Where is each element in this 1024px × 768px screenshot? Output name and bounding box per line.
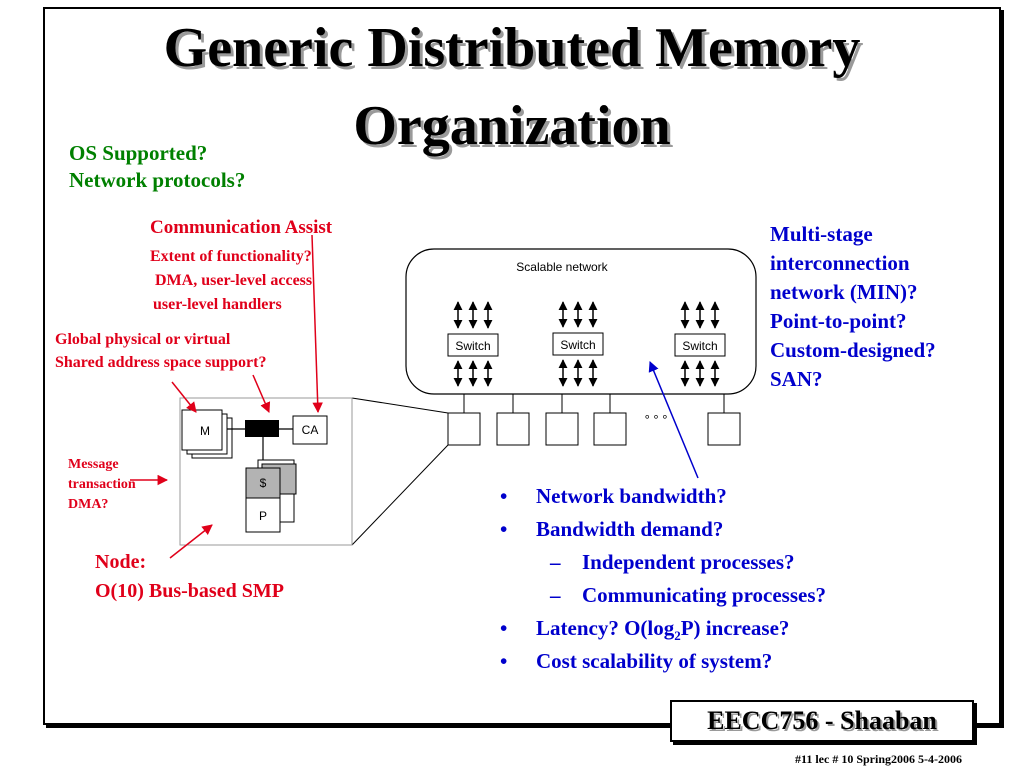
network-nodes [447,394,741,446]
min-notes: Multi-stage interconnection network (MIN… [770,220,936,394]
global-space-line-2: Shared address space support? [55,354,267,371]
message-line-1: Message [68,457,119,472]
min-note-line: Multi-stage [770,222,873,246]
memory-box [181,409,223,451]
min-note-line: Point-to-point? [770,309,907,333]
sub-bullet-marker: – [550,583,561,607]
protocol-question-text: Network protocols? [69,168,246,192]
ca-line-3: user-level handlers [153,296,282,313]
callout-arrows [130,234,323,559]
network-label: Scalable network [516,260,608,274]
message-line-2: transaction [68,477,136,492]
cache-box [245,467,281,499]
bullet-marker: • [500,484,508,508]
switch-label: Switch [682,339,717,353]
slide-title-line2: Organization [353,95,671,157]
min-note-line: SAN? [770,367,823,391]
cache-label: $ [260,476,267,490]
ca-heading: Communication Assist [150,217,333,238]
ca-line-1: Extent of functionality? [150,248,312,265]
bullet-text-latency: Latency? O(log2P) increase? [536,615,789,649]
sub-bullet-text: Independent processes? [582,550,795,574]
zoom-line-top [351,397,449,414]
latency-text-pre: Latency? O(log [536,616,675,640]
switch-label: Switch [560,338,595,352]
ca-line-2: DMA, user-level access [155,272,313,289]
bullet-text: Network bandwidth? [536,484,727,508]
ca-box [292,415,328,445]
switch-1: Switch [447,333,499,357]
bullet-text: Cost scalability of system? [536,649,773,673]
memory-label: M [200,424,210,438]
min-note-line: interconnection [770,251,910,275]
slide-footer: #11 lec # 10 Spring2006 5-4-2006 [795,752,962,766]
os-question-text: OS Supported? [69,141,208,165]
bullet-marker: • [500,616,508,640]
bullet-text: Bandwidth demand? [536,517,724,541]
latency-text-post: P) increase? [680,616,790,640]
sub-bullet-marker: – [550,550,561,574]
message-line-3: DMA? [68,497,109,512]
latency-subscript: 2 [674,628,681,644]
ca-label: CA [302,423,319,437]
switch-label: Switch [455,339,490,353]
min-callout-arrow [648,361,699,479]
min-note-line: Custom-designed? [770,338,936,362]
switch-2: Switch [552,332,604,356]
switch-link-arrows [453,301,720,387]
zoom-line-bottom [351,444,449,546]
global-space-line-1: Global physical or virtual [55,331,231,348]
processor-box [245,497,281,533]
course-badge: EECC756 - Shaaban [670,700,974,742]
sub-bullet-text: Communicating processes? [582,583,827,607]
bullet-marker: • [500,517,508,541]
processor-label: P [259,509,267,523]
bullet-marker: • [500,649,508,673]
node-description: O(10) Bus-based SMP [95,580,284,602]
switch-3: Switch [674,333,726,357]
bus-bridge [245,420,279,437]
min-note-line: network (MIN)? [770,280,918,304]
slide-title-line1: Generic Distributed Memory [163,17,861,79]
more-nodes-ellipsis: ° ° ° [645,412,668,427]
node-label: Node: [95,551,147,573]
